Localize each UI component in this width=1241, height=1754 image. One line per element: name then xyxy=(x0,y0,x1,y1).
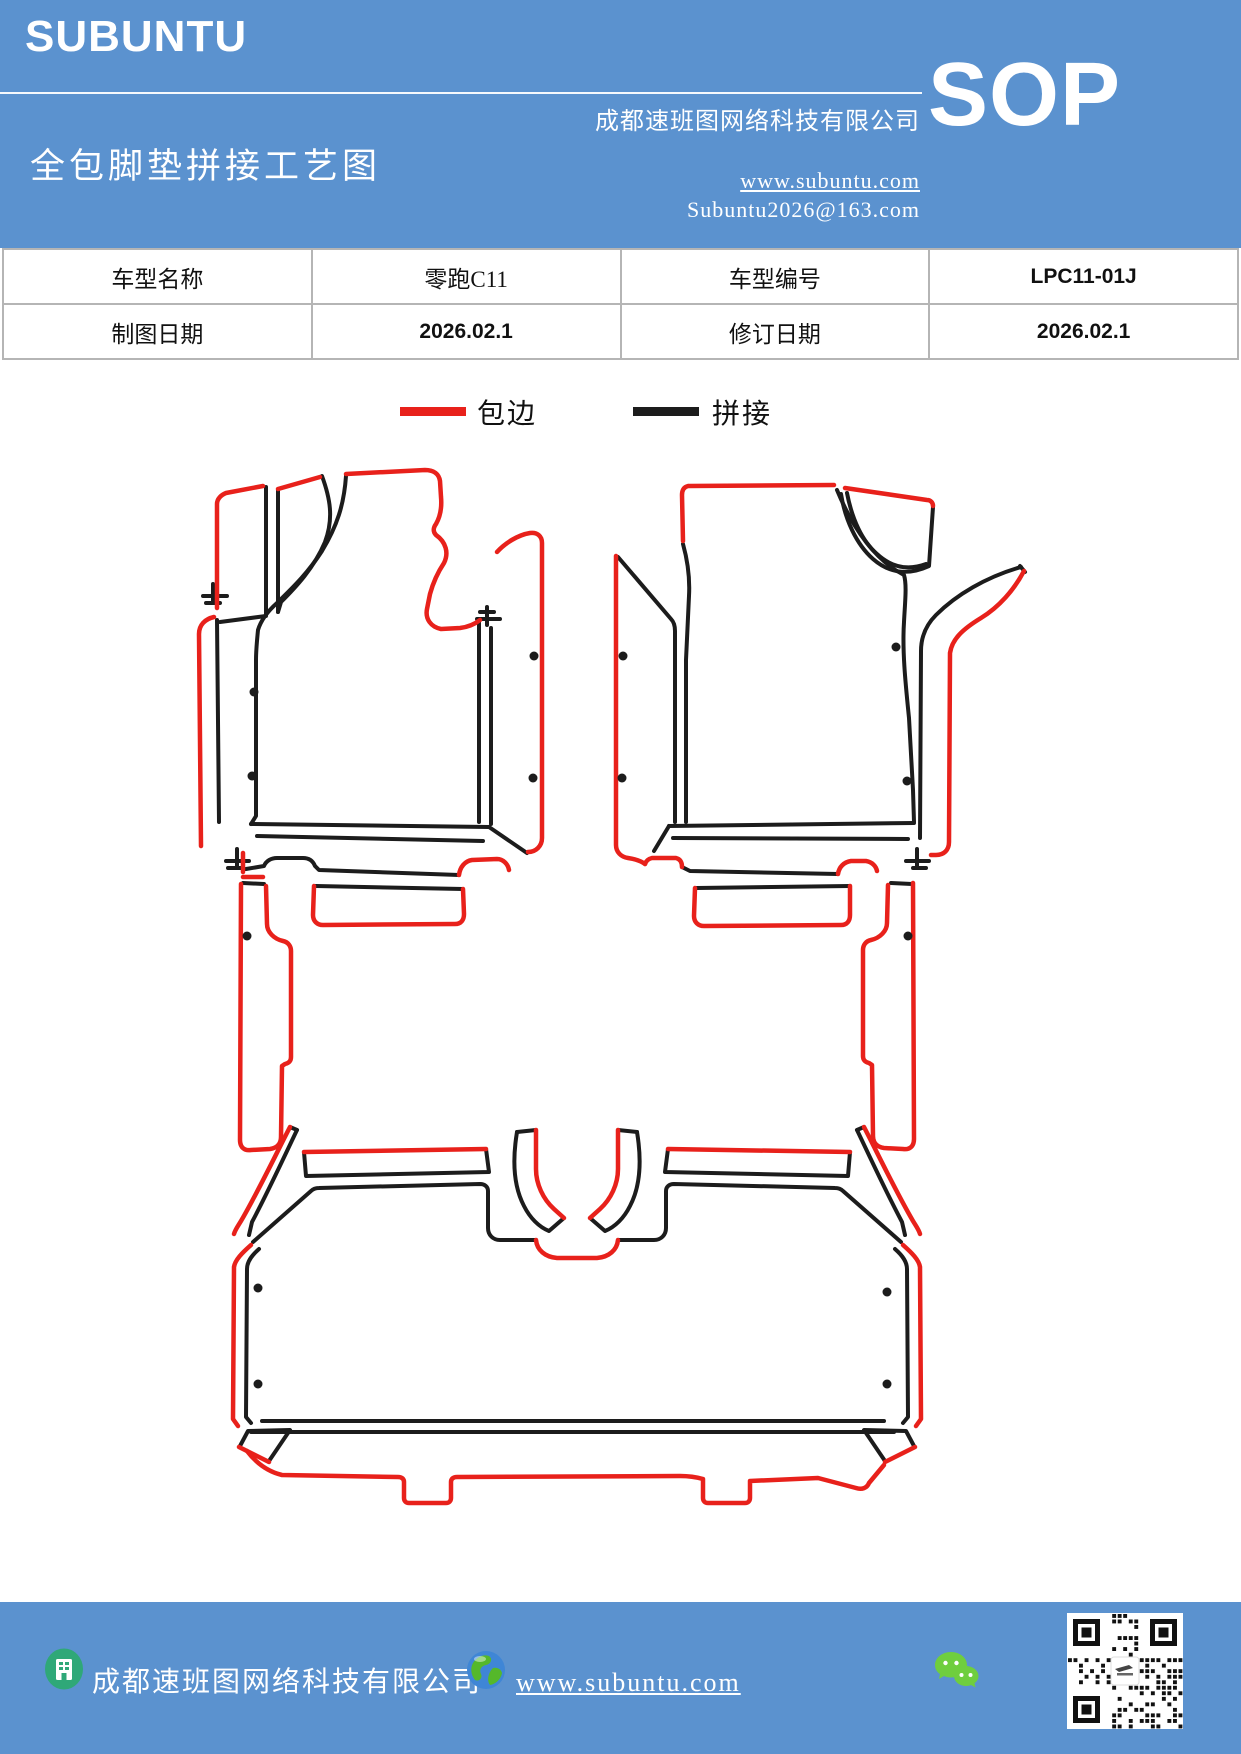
floor-mat-diagram xyxy=(196,467,1027,1506)
header-website-link[interactable]: www.subuntu.com xyxy=(740,168,920,193)
model-code-value: LPC11-01J xyxy=(928,248,1239,305)
model-name-label: 车型名称 xyxy=(2,248,313,305)
edge-line-label: 包边 xyxy=(477,399,538,430)
front-left-mat xyxy=(196,467,545,1153)
seam-line-label: 拼接 xyxy=(712,399,773,430)
draw-date-value: 2026.02.1 xyxy=(310,303,622,360)
brand-logo: SUBUNTU xyxy=(25,12,248,61)
header-divider xyxy=(0,92,922,94)
globe-icon xyxy=(467,1651,505,1689)
footer-company-name: 成都速班图网络科技有限公司 xyxy=(92,1667,483,1698)
wechat-icon xyxy=(935,1652,979,1688)
front-right-mat xyxy=(613,482,1027,1152)
header-company-name: 成都速班图网络科技有限公司 xyxy=(595,109,920,135)
revise-date-label: 修订日期 xyxy=(619,303,931,360)
draw-date-label: 制图日期 xyxy=(2,303,313,360)
table-row: 制图日期 2026.02.1 修订日期 2026.02.1 xyxy=(2,303,1239,360)
seam-line-swatch xyxy=(633,407,699,416)
footer: 成都速班图网络科技有限公司 www.subuntu.com xyxy=(0,1602,1241,1754)
model-code-label: 车型编号 xyxy=(619,248,931,305)
header: SUBUNTU 成都速班图网络科技有限公司 SOP 全包脚垫拼接工艺图 www.… xyxy=(0,0,1241,248)
edge-line-swatch xyxy=(400,407,466,416)
rear-mat xyxy=(230,1124,924,1506)
page-title: 全包脚垫拼接工艺图 xyxy=(30,147,382,186)
header-email: Subuntu2026@163.com xyxy=(687,197,920,222)
building-icon xyxy=(45,1648,83,1690)
model-name-value: 零跑C11 xyxy=(310,248,622,305)
footer-website-link[interactable]: www.subuntu.com xyxy=(516,1668,741,1697)
doc-type-label: SOP xyxy=(928,45,1122,145)
revise-date-value: 2026.02.1 xyxy=(928,303,1239,360)
qr-code xyxy=(1067,1613,1183,1729)
table-row: 车型名称 零跑C11 车型编号 LPC11-01J xyxy=(2,248,1239,305)
legend: 包边 拼接 xyxy=(0,392,1241,432)
vehicle-info-table: 车型名称 零跑C11 车型编号 LPC11-01J 制图日期 2026.02.1… xyxy=(2,248,1239,360)
